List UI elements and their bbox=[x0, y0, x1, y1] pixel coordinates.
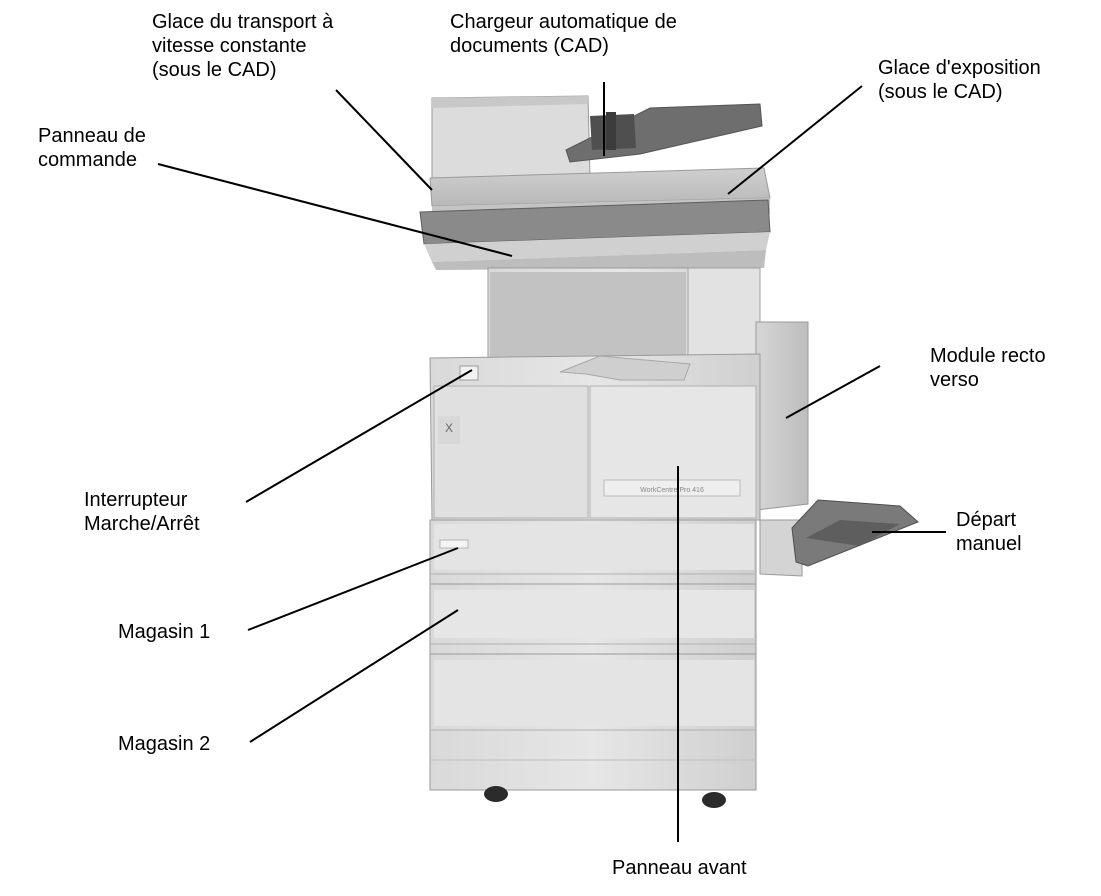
casters bbox=[484, 786, 726, 808]
upper-body bbox=[487, 267, 761, 399]
label-module-recto-verso: Module recto verso bbox=[930, 345, 1046, 391]
leader-lines bbox=[157, 82, 946, 842]
label-magasin-2: Magasin 2 bbox=[118, 733, 211, 755]
main-body: WorkCentre Pro 416 X bbox=[429, 353, 761, 521]
leader-glace-transport bbox=[335, 89, 433, 191]
leader-magasin-1 bbox=[247, 547, 459, 631]
label-glace-exposition: Glace d'exposition (sous le CAD) bbox=[878, 57, 1041, 103]
tray-2-drawer bbox=[429, 583, 757, 655]
model-plate: WorkCentre Pro 416 bbox=[640, 487, 704, 494]
label-glace-transport: Glace du transport à vitesse constante (… bbox=[152, 11, 334, 81]
leader-magasin-2 bbox=[249, 609, 459, 743]
label-panneau-commande: Panneau de commande bbox=[38, 125, 146, 171]
leader-glace-exposition bbox=[727, 85, 863, 195]
svg-text:X: X bbox=[445, 421, 453, 435]
lower-cabinet bbox=[429, 653, 757, 791]
duplex-module bbox=[755, 321, 809, 511]
label-panneau-avant: Panneau avant bbox=[612, 857, 747, 879]
control-panel bbox=[419, 199, 771, 270]
label-chargeur: Chargeur automatique de documents (CAD) bbox=[450, 11, 677, 57]
xerox-logo: X bbox=[438, 416, 460, 444]
leader-interrupteur bbox=[245, 369, 473, 503]
label-depart-manuel: Départ manuel bbox=[956, 509, 1022, 555]
bypass-tray bbox=[759, 499, 919, 577]
label-magasin-1: Magasin 1 bbox=[118, 621, 211, 643]
tray-1-drawer bbox=[429, 519, 757, 585]
label-interrupteur: Interrupteur Marche/Arrêt bbox=[84, 489, 200, 535]
leader-panneau-commande bbox=[157, 163, 513, 257]
document-feeder bbox=[431, 95, 763, 183]
leader-module-recto-verso bbox=[785, 365, 881, 419]
